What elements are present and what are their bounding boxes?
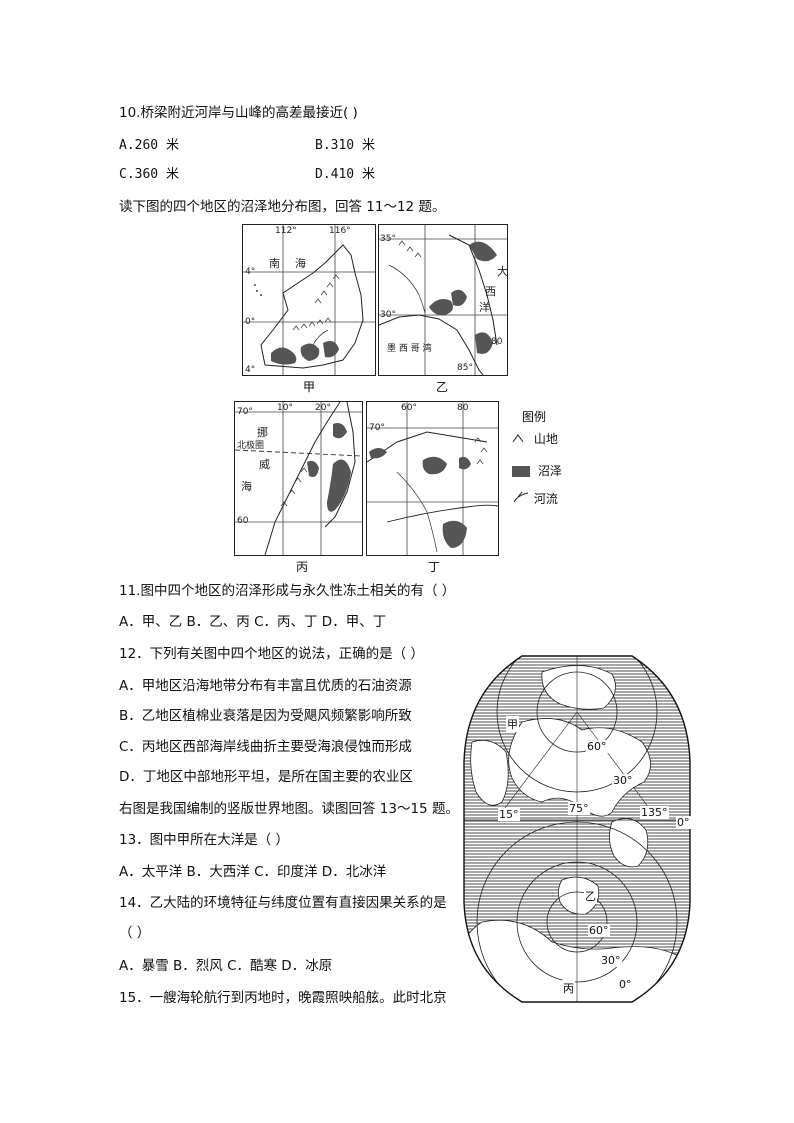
jia-lat3: 4° bbox=[245, 365, 256, 375]
yi-gulf: 墨 西 哥 湾 bbox=[387, 344, 432, 354]
q13-options: A．太平洋 B．大西洋 C．印度洋 D．北冰洋 bbox=[119, 864, 387, 880]
world-label-bing: 丙 bbox=[562, 980, 575, 996]
world-map-drawing bbox=[463, 655, 691, 1003]
world-label-60s: 60° bbox=[588, 924, 610, 937]
jia-lat2: 0° bbox=[245, 317, 256, 327]
yi-lon2: 80 bbox=[491, 337, 503, 347]
yi-lon1: 85° bbox=[457, 363, 473, 373]
map-jia-drawing bbox=[243, 225, 375, 375]
map-ding-caption: 丁 bbox=[428, 560, 441, 574]
q10-option-b: B.310 米 bbox=[315, 138, 375, 153]
bing-lat2: 60 bbox=[237, 516, 249, 526]
mountain-icon bbox=[512, 434, 524, 443]
q10-option-a: A.260 米 bbox=[119, 138, 179, 153]
q12-option-a: A．甲地区沿海地带分布有丰富且优质的石油资源 bbox=[119, 678, 412, 694]
map-ding: 70° 60° 80 bbox=[366, 401, 499, 556]
q12-option-c: C．丙地区西部海岸线曲折主要受海浪侵蚀而形成 bbox=[119, 739, 412, 755]
swamp-icon bbox=[512, 466, 530, 477]
legend-river-label: 河流 bbox=[533, 492, 558, 506]
bing-arctic: 北极圈 bbox=[237, 441, 265, 451]
legend-river: 河流 bbox=[512, 490, 558, 507]
world-label-75: 75° bbox=[568, 802, 590, 815]
q11-stem: 11.图中四个地区的沼泽形成与永久性冻土相关的有（ ） bbox=[119, 583, 456, 599]
map-ding-drawing bbox=[367, 402, 498, 555]
legend-title: 图例 bbox=[522, 410, 547, 424]
q15-stem: 15．一艘海轮航行到丙地时，晚霞照映船舷。此时北京 bbox=[119, 990, 447, 1006]
intro-11-12: 读下图的四个地区的沼泽地分布图，回答 11～12 题。 bbox=[119, 199, 446, 215]
map-bing-drawing bbox=[235, 402, 362, 555]
ding-lon1: 60° bbox=[401, 403, 417, 413]
world-label-30s: 30° bbox=[600, 954, 622, 967]
map-jia-caption: 甲 bbox=[303, 380, 316, 394]
world-label-135: 135° bbox=[640, 806, 669, 819]
world-map: 甲 乙 丙 60° 30° 75° 15° 135° 0° 60° 30° 0° bbox=[462, 652, 692, 1006]
jia-lon2: 116° bbox=[329, 226, 351, 236]
ding-lat1: 70° bbox=[369, 423, 385, 433]
q13-stem: 13．图中甲所在大洋是（ ） bbox=[119, 832, 289, 848]
jia-sea2: 海 bbox=[295, 257, 306, 270]
world-label-yi: 乙 bbox=[584, 888, 597, 904]
q10-option-d: D.410 米 bbox=[315, 167, 375, 182]
world-label-30n: 30° bbox=[612, 774, 634, 787]
map-yi: 35° 30° 85° 80 墨 西 哥 湾 大 西 洋 bbox=[378, 224, 508, 376]
world-label-eq2: 0° bbox=[618, 978, 633, 991]
bing-n2: 威 bbox=[259, 458, 270, 471]
q12-option-b: B．乙地区植棉业衰落是因为受飓风频繁影响所致 bbox=[119, 708, 412, 724]
world-label-jia: 甲 bbox=[506, 716, 519, 732]
world-label-15: 15° bbox=[498, 808, 520, 821]
bing-n1: 挪 bbox=[257, 426, 268, 439]
bing-n3: 海 bbox=[241, 480, 252, 493]
q14-stem: 14．乙大陆的环境特征与纬度位置有直接因果关系的是 bbox=[119, 895, 447, 911]
q10-stem: 10.桥梁附近河岸与山峰的高差最接近( ) bbox=[119, 105, 358, 121]
legend-mountain: 山地 bbox=[512, 430, 558, 447]
legend-swamp: 沼泽 bbox=[512, 462, 562, 479]
q11-options: A．甲、乙 B．乙、丙 C．丙、丁 D．甲、丁 bbox=[119, 614, 387, 630]
river-icon bbox=[513, 491, 529, 503]
world-label-eq: 0° bbox=[676, 816, 691, 829]
map-yi-drawing bbox=[379, 225, 507, 375]
intro-13-15: 右图是我国编制的竖版世界地图。读图回答 13～15 题。 bbox=[119, 801, 459, 817]
map-bing: 70° 60 10° 20° 北极圈 挪 威 海 bbox=[234, 401, 363, 556]
q10-option-c: C.360 米 bbox=[119, 167, 179, 182]
q14-paren: （ ） bbox=[119, 925, 151, 941]
jia-lat1: 4° bbox=[245, 267, 256, 277]
legend-mountain-label: 山地 bbox=[533, 432, 558, 446]
legend-swamp-label: 沼泽 bbox=[537, 464, 562, 478]
ding-lon2: 80 bbox=[457, 403, 469, 413]
map-legend: 图例 山地 沼泽 河流 bbox=[512, 408, 592, 508]
world-label-60n: 60° bbox=[586, 740, 608, 753]
yi-ocean1: 大 bbox=[497, 265, 508, 278]
jia-lon1: 112° bbox=[275, 226, 297, 236]
q14-options: A．暴雪 B．烈风 C．酷寒 D．冰原 bbox=[119, 958, 333, 974]
bing-lon2: 20° bbox=[315, 403, 331, 413]
bing-lon1: 10° bbox=[277, 403, 293, 413]
jia-sea1: 南 bbox=[269, 257, 280, 270]
yi-lat2: 30° bbox=[380, 310, 396, 320]
q12-option-d: D．丁地区中部地形平坦，是所在国主要的农业区 bbox=[119, 769, 413, 785]
yi-lat1: 35° bbox=[380, 234, 396, 244]
map-yi-caption: 乙 bbox=[436, 380, 449, 394]
yi-ocean3: 洋 bbox=[479, 301, 490, 314]
bing-lat1: 70° bbox=[237, 407, 253, 417]
q12-stem: 12．下列有关图中四个地区的说法，正确的是（ ） bbox=[119, 646, 424, 662]
map-bing-caption: 丙 bbox=[296, 560, 309, 574]
yi-ocean2: 西 bbox=[485, 285, 496, 298]
map-jia: 112° 116° 4° 0° 4° 南 海 bbox=[242, 224, 376, 376]
